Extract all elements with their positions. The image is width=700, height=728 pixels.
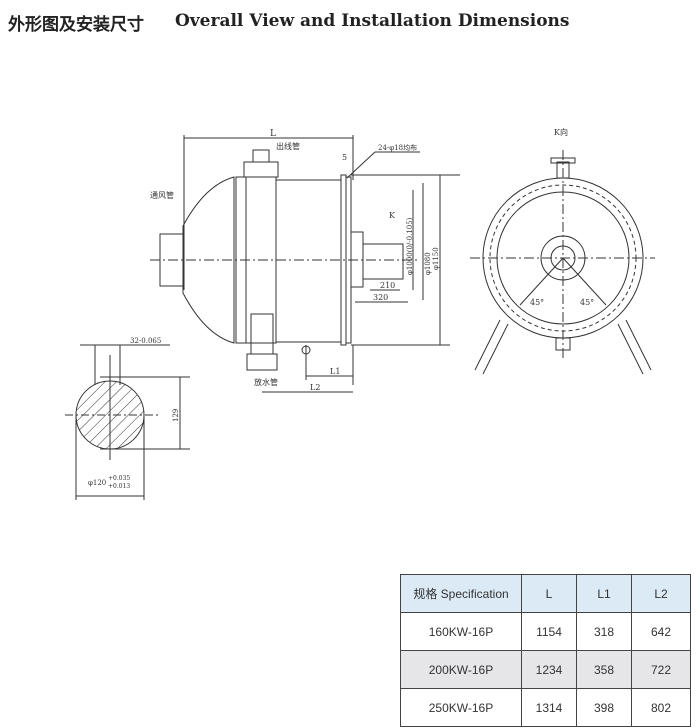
dim-129: 129 xyxy=(172,409,180,422)
cell-L1: 398 xyxy=(576,688,632,727)
dim-L2: L2 xyxy=(310,383,320,392)
dim-phi1080: φ1080 xyxy=(424,252,432,275)
cell-L: 1154 xyxy=(521,612,577,651)
label-outlet-pipe: 出线管 xyxy=(276,141,300,151)
cell-spec: 200KW-16P xyxy=(400,650,522,689)
header-spec: 规格 Specification xyxy=(400,574,522,613)
label-k-view: K向 xyxy=(554,127,568,137)
cell-spec: 160KW-16P xyxy=(400,612,522,651)
dim-phi1150: φ1150 xyxy=(432,247,440,270)
cell-spec: 250KW-16P xyxy=(400,688,522,727)
title-chinese: 外形图及安装尺寸 xyxy=(8,15,144,35)
tol-lower: +0.013 xyxy=(108,483,130,490)
header-L2: L2 xyxy=(631,574,691,613)
dim-L: L xyxy=(270,129,276,139)
cell-L2: 722 xyxy=(631,650,691,689)
shaft-section: 32-0.065 129 φ120 +0.035 +0.013 xyxy=(65,337,190,500)
dim-phi120: φ120 xyxy=(88,479,106,487)
table-row: 200KW-16P 1234 358 722 xyxy=(400,650,691,689)
label-K: K xyxy=(389,211,396,220)
side-view: L 出线管 通风管 24-φ18均布 5 K φ1000(0/-0.105) φ… xyxy=(150,129,460,393)
table-header: 规格 Specification L L1 L2 xyxy=(400,574,691,613)
angle-left: 45° xyxy=(530,298,544,307)
cell-L1: 358 xyxy=(576,650,632,689)
dim-210: 210 xyxy=(380,281,395,290)
cell-L: 1314 xyxy=(521,688,577,727)
label-drain-pipe: 放水管 xyxy=(254,377,278,387)
header-L: L xyxy=(521,574,577,613)
title-english: Overall View and Installation Dimensions xyxy=(175,11,570,31)
cell-L2: 642 xyxy=(631,612,691,651)
label-vent-pipe: 通风管 xyxy=(150,190,174,200)
table-row: 160KW-16P 1154 318 642 xyxy=(400,612,691,651)
dim-5: 5 xyxy=(342,153,347,162)
cell-L1: 318 xyxy=(576,612,632,651)
dim-L1: L1 xyxy=(330,367,340,376)
dimensions-table: 规格 Specification L L1 L2 160KW-16P 1154 … xyxy=(400,574,691,727)
dim-key: 32-0.065 xyxy=(130,337,161,345)
dim-320: 320 xyxy=(373,293,388,302)
table-row: 250KW-16P 1314 398 802 xyxy=(400,688,691,727)
cell-L2: 802 xyxy=(631,688,691,727)
dim-phi1000: φ1000(0/-0.105) xyxy=(406,217,414,275)
tol-upper: +0.035 xyxy=(108,475,130,482)
cell-L: 1234 xyxy=(521,650,577,689)
angle-right: 45° xyxy=(580,298,594,307)
label-holes: 24-φ18均布 xyxy=(378,143,417,152)
header-L1: L1 xyxy=(576,574,632,613)
k-view: K向 45° 45° xyxy=(470,127,655,375)
